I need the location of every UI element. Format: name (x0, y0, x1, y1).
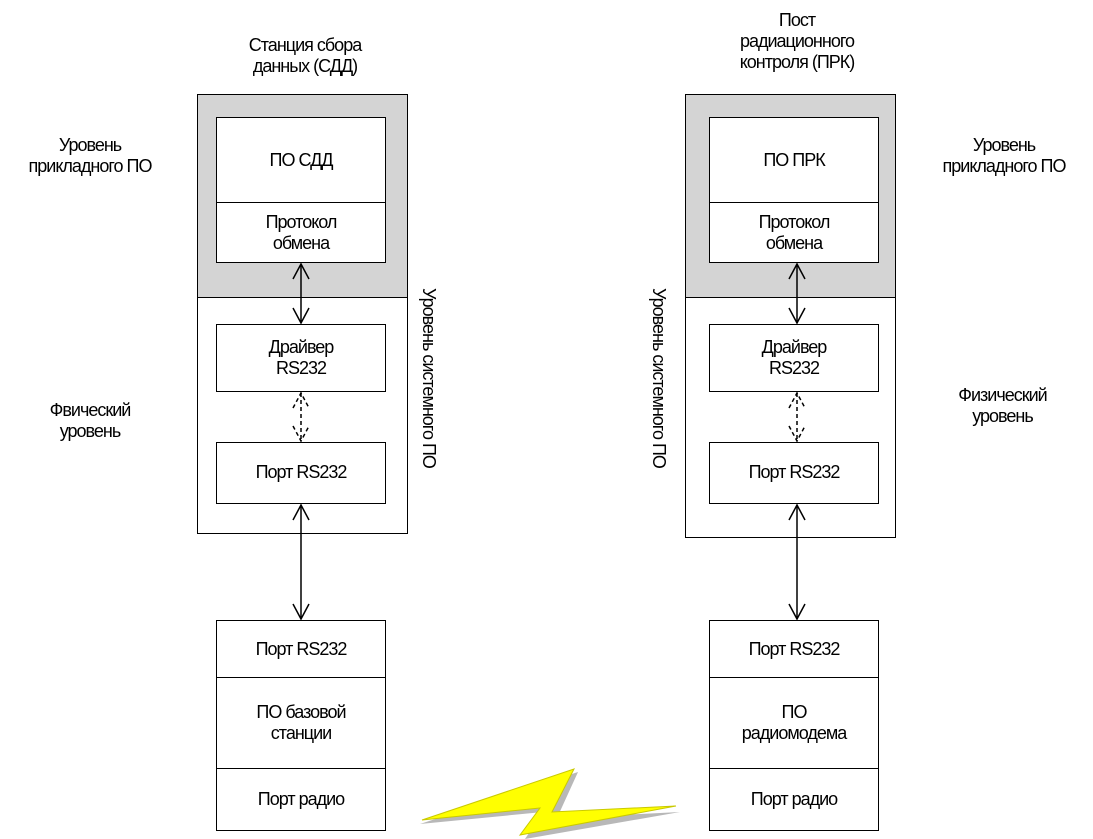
left-station-title: Станция сбора данных (СДД) (248, 35, 362, 76)
right-physical-level-label: Физический уровень (958, 385, 1047, 426)
right-port-box: Порт RS232 (709, 442, 879, 504)
right-arrow-driver-port (788, 391, 806, 443)
right-port-label: Порт RS232 (748, 462, 841, 482)
left-port-label: Порт RS232 (255, 462, 348, 482)
left-arrow-driver-port (292, 391, 310, 443)
left-arrow-protocol-driver (292, 262, 310, 325)
lightning-bolt-icon (420, 768, 680, 839)
right-arrow-protocol-driver (788, 262, 806, 325)
left-system-level-label: Уровень системного ПО (419, 288, 439, 468)
right-station-title: Пост радиационного контроля (ПРК) (739, 10, 856, 72)
right-arrow-port-bottom (788, 503, 806, 621)
left-port-box: Порт RS232 (216, 442, 386, 504)
right-bottom-divider-2 (710, 768, 878, 769)
right-app-divider (710, 202, 878, 203)
right-app-box: ПО ПРК Протокол обмена (709, 117, 879, 263)
right-bottom-port: Порт RS232 (748, 638, 841, 659)
right-bottom-divider-1 (710, 677, 878, 678)
left-bottom-radio-port: Порт радио (257, 788, 345, 809)
right-system-level-label: Уровень системного ПО (649, 288, 669, 468)
left-bottom-port: Порт RS232 (255, 638, 348, 659)
right-bottom-stack: Порт RS232 ПО радиомодема Порт радио (709, 620, 879, 831)
left-bottom-divider-1 (217, 677, 385, 678)
right-po-box: ПО ПРК (763, 149, 825, 170)
left-app-level-label: Уровень прикладного ПО (28, 135, 153, 176)
right-app-level-label: Уровень прикладного ПО (942, 135, 1067, 176)
left-app-box: ПО СДД Протокол обмена (216, 117, 386, 263)
left-physical-level-label: Фвический уровень (49, 400, 132, 441)
right-bottom-software: ПО радиомодема (741, 702, 847, 743)
left-driver-label: Драйвер RS232 (268, 336, 335, 378)
left-protocol-box: Протокол обмена (265, 212, 338, 253)
right-driver-label: Драйвер RS232 (761, 336, 828, 378)
left-bottom-stack: Порт RS232 ПО базовой станции Порт радио (216, 620, 386, 831)
left-app-divider (217, 202, 385, 203)
left-bottom-divider-2 (217, 768, 385, 769)
left-po-box: ПО СДД (269, 149, 334, 170)
right-bottom-radio-port: Порт радио (750, 788, 838, 809)
left-arrow-port-bottom (292, 503, 310, 621)
right-driver-box: Драйвер RS232 (709, 324, 879, 392)
right-protocol-box: Протокол обмена (758, 212, 831, 253)
left-bottom-software: ПО базовой станции (256, 702, 346, 743)
